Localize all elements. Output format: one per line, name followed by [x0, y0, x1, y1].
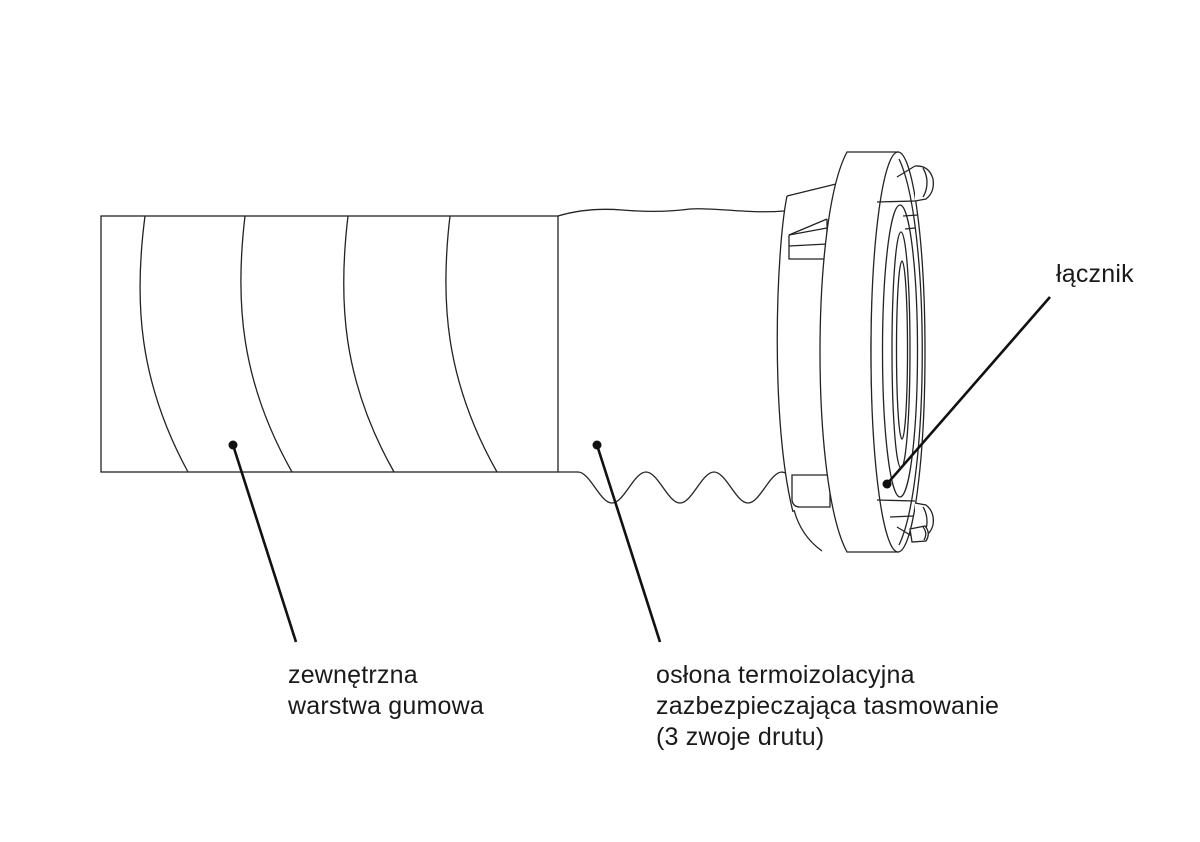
coupling-bore-ellipse-3 — [895, 260, 909, 440]
label-outer-rubber-layer: zewnętrzna warstwa gumowa — [288, 660, 484, 722]
label-thermal-cover: osłona termoizolacyjna zazbezpieczająca … — [656, 660, 999, 753]
collar-top-tab-wedge — [788, 218, 828, 236]
bottom-lug-foot-line — [922, 526, 927, 541]
collar-top-tab-face — [788, 227, 828, 236]
coupling-face-rim — [898, 158, 923, 546]
hose-body-outline — [100, 215, 559, 473]
coupling-face-outer-ellipse — [870, 151, 926, 553]
collar-left-arc — [776, 195, 794, 513]
label-thermal-cover-line-1: osłona termoizolacyjna — [656, 661, 915, 689]
top-lug-slot-line-2 — [904, 227, 916, 230]
collar-top-tab — [788, 219, 828, 260]
top-lug-slant — [896, 165, 916, 178]
leader-dot-connector — [882, 479, 892, 489]
hose-spiral-arc-4 — [445, 215, 498, 473]
coupling-top-lug — [876, 165, 934, 230]
coupling-bore-ellipse-1 — [881, 204, 919, 498]
label-thermal-cover-line-2: zazbezpieczająca tasmowanie — [656, 692, 1000, 720]
collar-top-tab-midline — [788, 243, 828, 247]
top-lug-cap-line — [922, 167, 928, 198]
collar-top-edge — [786, 183, 837, 197]
label-thermal-cover-line-3: (3 zwoje drutu) — [656, 723, 825, 751]
coupling-bottom-lug — [876, 499, 934, 543]
leader-line-connector — [886, 296, 1051, 485]
bottom-lug-foot — [909, 525, 929, 543]
bottom-lug-bar-line — [876, 499, 916, 502]
label-outer-rubber-layer-line-1: zewnętrzna — [288, 661, 418, 689]
hose-spiral-arc-3 — [343, 215, 395, 473]
bottom-lug-slot-line — [889, 515, 914, 518]
hose-spiral-arc-2 — [240, 215, 293, 473]
collar-bottom-tab — [791, 474, 831, 508]
leader-line-rubber-layer — [231, 444, 298, 643]
leader-line-thermal-cover — [595, 444, 662, 643]
collar-bottom-arc — [793, 509, 823, 552]
insulation-wave-edge — [558, 471, 787, 504]
top-lug-knob — [914, 165, 934, 202]
insulation-top-edge — [557, 208, 785, 217]
label-connector: łącznik — [1056, 260, 1134, 288]
leader-dot-thermal-cover — [592, 440, 602, 450]
top-lug-bar-line — [876, 200, 916, 203]
leader-dot-rubber-layer — [228, 440, 238, 450]
top-lug-slot-line-1 — [902, 214, 919, 217]
label-outer-rubber-layer-line-2: warstwa gumowa — [288, 692, 484, 720]
hose-spiral-arc-1 — [139, 215, 189, 473]
